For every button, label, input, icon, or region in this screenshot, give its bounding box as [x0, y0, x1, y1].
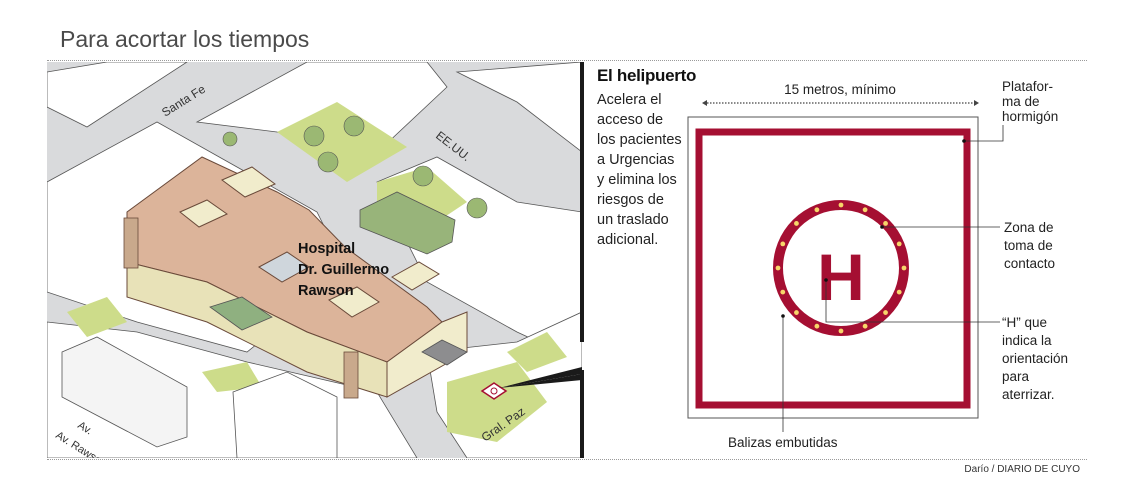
- light-dot: [794, 221, 799, 226]
- light-dot: [896, 241, 902, 247]
- credit: Darío / DIARIO DE CUYO: [964, 464, 1080, 475]
- light-dot: [862, 323, 868, 329]
- hospital-map: Santa Fe EE.UU. Gral. Paz Av. Av. Rawson…: [47, 62, 582, 458]
- embedded-lights: [775, 202, 907, 334]
- green-canopy: [209, 296, 273, 331]
- hospital-label: Hospital Dr. Guillermo Rawson: [298, 241, 389, 299]
- svg-text:Rawson: Rawson: [298, 283, 354, 299]
- platform-label: Platafor-ma de hormigón: [1002, 79, 1059, 124]
- light-dot: [883, 221, 888, 226]
- light-dot: [896, 289, 902, 295]
- light-dot: [838, 202, 844, 208]
- light-dot: [780, 241, 786, 247]
- lights-label: Balizas embutidas: [728, 435, 838, 450]
- light-dot: [814, 323, 820, 329]
- white-building: [232, 371, 338, 458]
- leader-lines: [782, 125, 1004, 432]
- dimension-label: 15 metros, mínimo: [784, 82, 896, 97]
- green-roof-building: [359, 191, 456, 255]
- light-dot: [794, 310, 799, 315]
- trees: [222, 115, 488, 219]
- touchdown-label: Zona de toma de contacto: [1004, 220, 1056, 271]
- light-dot: [862, 207, 868, 213]
- gray-canopy: [421, 339, 468, 366]
- light-dot: [883, 310, 888, 315]
- light-dot: [780, 289, 786, 295]
- light-dot: [901, 265, 907, 271]
- callout-bar-bottom: [580, 370, 584, 458]
- infographic-title: Para acortar los tiempos: [60, 26, 310, 52]
- helipad-marker: [480, 382, 508, 400]
- concrete-platform: [687, 116, 979, 419]
- panel-heading: El helipuerto: [597, 66, 697, 85]
- old-building: [61, 336, 188, 448]
- light-dot: [838, 328, 844, 334]
- h-marker-label: “H” que indica la orientación para aterr…: [1002, 315, 1069, 402]
- panel-description: Acelera el acceso de los pacientes a Urg…: [597, 92, 682, 248]
- helipad-h: H: [817, 240, 865, 314]
- svg-text:Dr. Guillermo: Dr. Guillermo: [298, 262, 389, 278]
- red-border: [695, 128, 971, 409]
- callout-pointer: [499, 367, 582, 388]
- bottom-divider: [47, 459, 1087, 460]
- svg-text:Hospital: Hospital: [298, 241, 355, 257]
- light-dot: [775, 265, 781, 271]
- light-dot: [814, 207, 820, 213]
- top-divider: [47, 60, 1087, 61]
- callout-bar-top: [580, 62, 584, 342]
